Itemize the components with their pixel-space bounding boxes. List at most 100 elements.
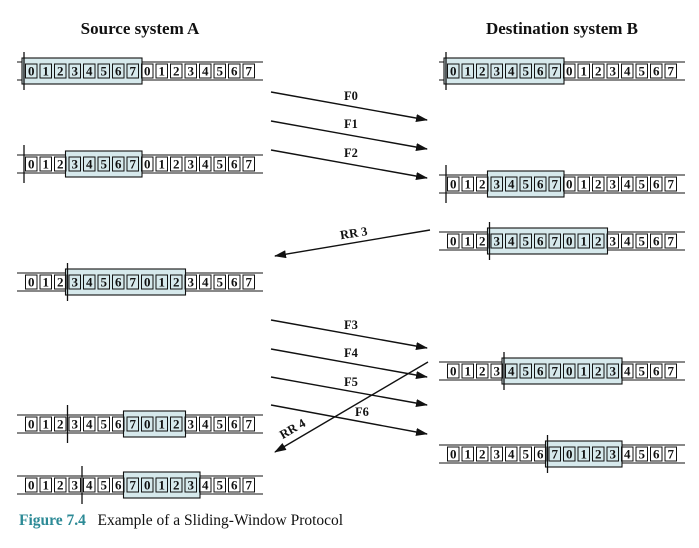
sequence-number: 7 xyxy=(130,275,137,290)
sequence-cell xyxy=(155,274,168,290)
sequence-cell xyxy=(490,233,503,249)
sequence-cell xyxy=(548,176,561,192)
message-f6: F6 xyxy=(270,404,428,436)
sequence-number: 7 xyxy=(130,157,137,172)
sequence-cell xyxy=(170,274,183,290)
sequence-number: 7 xyxy=(130,64,137,79)
sequence-cell xyxy=(170,63,183,79)
sequence-cell xyxy=(490,176,503,192)
message-label: RR 3 xyxy=(339,224,368,242)
sequence-number: 4 xyxy=(508,364,515,379)
sequence-number: 3 xyxy=(494,364,501,379)
figure-label: Figure 7.4 xyxy=(19,512,86,529)
sequence-cell xyxy=(577,176,590,192)
sequence-number: 0 xyxy=(566,177,573,192)
sequence-cell xyxy=(577,233,590,249)
sequence-number: 5 xyxy=(101,275,108,290)
sequence-number: 6 xyxy=(231,157,238,172)
sequence-number: 7 xyxy=(246,478,253,493)
sequence-cell xyxy=(213,416,226,432)
sequence-number: 2 xyxy=(173,64,180,79)
sequence-number: 2 xyxy=(173,417,180,432)
sequence-number: 3 xyxy=(72,478,79,493)
sequence-cell xyxy=(577,446,590,462)
sequence-number: 4 xyxy=(508,64,515,79)
sequence-number: 2 xyxy=(479,64,486,79)
sliding-window xyxy=(64,268,187,296)
sequence-cell xyxy=(461,63,474,79)
sequence-cell xyxy=(213,477,226,493)
message-f0: F0 xyxy=(270,89,428,122)
sequence-cell xyxy=(505,233,518,249)
sequence-number: 1 xyxy=(581,177,588,192)
sequence-cell xyxy=(141,274,154,290)
sequence-cell xyxy=(83,416,96,432)
sequence-cell xyxy=(606,63,619,79)
sequence-cell xyxy=(242,416,255,432)
sequence-number: 0 xyxy=(450,64,457,79)
sequence-number: 5 xyxy=(639,234,646,249)
sequence-number: 1 xyxy=(581,364,588,379)
sequence-cell xyxy=(184,477,197,493)
sequence-number: 1 xyxy=(43,478,50,493)
sequence-number: 7 xyxy=(552,447,559,462)
sequence-cell xyxy=(534,446,547,462)
sequence-number: 6 xyxy=(653,234,660,249)
sequence-number: 0 xyxy=(566,447,573,462)
sequence-number: 2 xyxy=(595,234,602,249)
sequence-cell xyxy=(141,63,154,79)
sequence-number: 6 xyxy=(115,275,122,290)
sequence-cell xyxy=(650,63,663,79)
sequence-number: 1 xyxy=(159,64,166,79)
sequence-number: 0 xyxy=(144,417,151,432)
figure-caption-text: Example of a Sliding-Window Protocol xyxy=(97,512,344,529)
figure-caption: Figure 7.4 Example of a Sliding-Window P… xyxy=(19,512,343,530)
sequence-number: 3 xyxy=(610,64,617,79)
sequence-number: 0 xyxy=(28,64,35,79)
sequence-cell xyxy=(592,233,605,249)
sequence-number: 5 xyxy=(101,64,108,79)
sequence-cell xyxy=(199,477,212,493)
sequence-number: 3 xyxy=(188,478,195,493)
sequence-number: 7 xyxy=(130,478,137,493)
sequence-cell xyxy=(184,416,197,432)
sequence-number: 0 xyxy=(144,157,151,172)
sequence-cell xyxy=(505,63,518,79)
sequence-number: 3 xyxy=(494,447,501,462)
sequence-number: 2 xyxy=(595,447,602,462)
sequence-number: 2 xyxy=(173,478,180,493)
sequence-cell xyxy=(112,416,125,432)
sliding-window xyxy=(122,471,201,499)
sequence-cell xyxy=(83,477,96,493)
sequence-cell xyxy=(519,176,532,192)
sequence-number: 2 xyxy=(173,157,180,172)
sequence-cell xyxy=(170,477,183,493)
sequence-number: 1 xyxy=(159,275,166,290)
sequence-number: 4 xyxy=(202,275,209,290)
sequence-number: 4 xyxy=(508,177,515,192)
sequence-cell xyxy=(155,416,168,432)
sequence-number: 2 xyxy=(479,177,486,192)
message-label: F2 xyxy=(344,146,358,160)
sequence-number: 1 xyxy=(43,64,50,79)
sequence-cell xyxy=(170,416,183,432)
sequence-cell xyxy=(25,477,38,493)
sequence-cell xyxy=(621,176,634,192)
sequence-cell xyxy=(650,176,663,192)
sequence-number: 7 xyxy=(552,177,559,192)
sequence-cell xyxy=(25,274,38,290)
sequence-cell xyxy=(606,233,619,249)
sequence-cell xyxy=(606,176,619,192)
sequence-cell xyxy=(621,63,634,79)
message-label: F4 xyxy=(344,346,359,360)
sequence-number: 3 xyxy=(610,447,617,462)
sliding-window xyxy=(486,227,609,255)
sequence-number: 4 xyxy=(202,64,209,79)
sequence-number: 2 xyxy=(479,234,486,249)
sequence-cell xyxy=(534,233,547,249)
sequence-cell xyxy=(39,63,52,79)
sequence-cell xyxy=(68,477,81,493)
sequence-cell xyxy=(184,63,197,79)
